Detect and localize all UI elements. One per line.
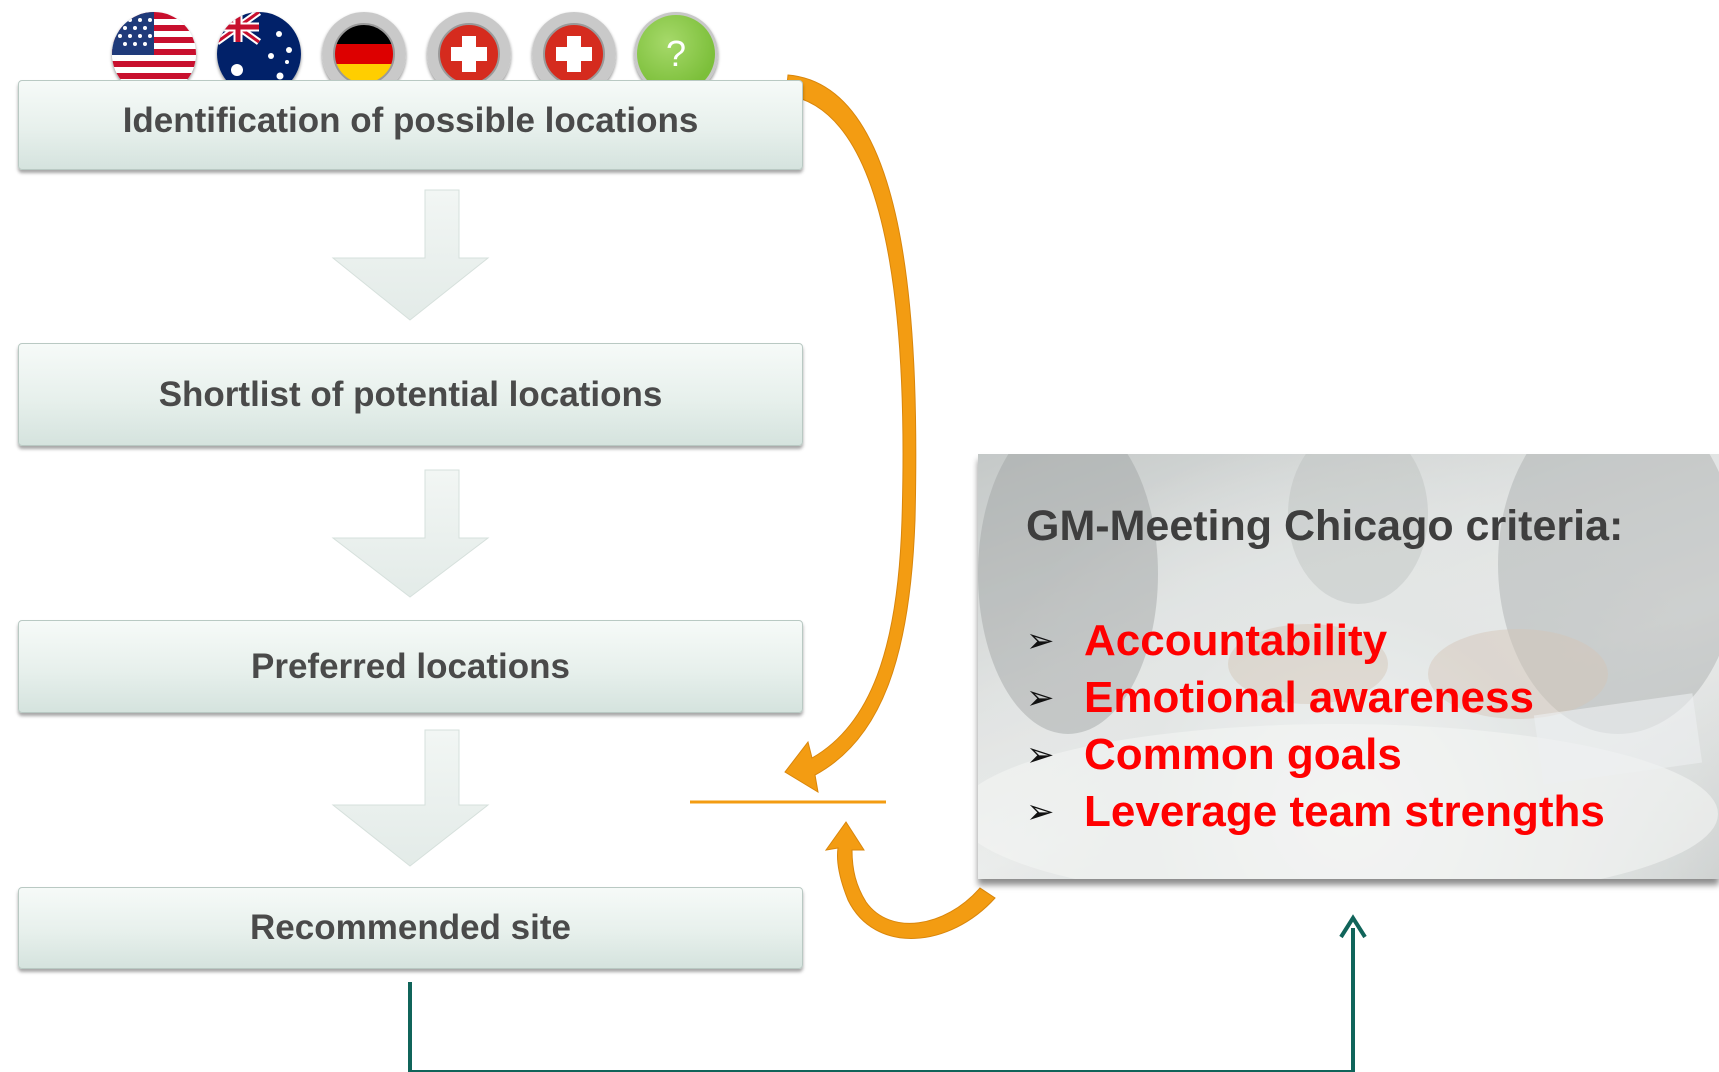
down-arrow-1 bbox=[331, 189, 490, 321]
arrow-bullet-icon: ➢ bbox=[1026, 678, 1055, 717]
panel-veil bbox=[978, 454, 1719, 879]
criteria-item-label: Leverage team strengths bbox=[1084, 786, 1605, 836]
criteria-item: ➢ Accountability bbox=[1026, 612, 1605, 669]
step-label: Shortlist of potential locations bbox=[158, 374, 663, 414]
teal-bracket-line bbox=[408, 928, 1355, 1072]
criteria-panel: GM-Meeting Chicago criteria: ➢ Accountab… bbox=[978, 454, 1719, 879]
criteria-title: GM-Meeting Chicago criteria: bbox=[1026, 502, 1624, 550]
step-label: Identification of possible locations bbox=[122, 101, 699, 140]
step-preferred: Preferred locations bbox=[18, 620, 803, 713]
orange-criteria-arrow bbox=[824, 821, 996, 939]
step-shortlist: Shortlist of potential locations bbox=[18, 343, 803, 446]
arrow-bullet-icon: ➢ bbox=[1026, 621, 1055, 660]
arrow-bullet-icon: ➢ bbox=[1026, 792, 1055, 831]
criteria-item: ➢ Emotional awareness bbox=[1026, 669, 1605, 726]
arrow-bullet-icon: ➢ bbox=[1026, 735, 1055, 774]
step-label: Recommended site bbox=[250, 908, 571, 947]
criteria-item-label: Accountability bbox=[1084, 615, 1388, 665]
criteria-item-label: Common goals bbox=[1084, 729, 1402, 779]
criteria-item-label: Emotional awareness bbox=[1084, 672, 1534, 722]
criteria-item: ➢ Leverage team strengths bbox=[1026, 783, 1605, 840]
meeting-photo-backdrop bbox=[978, 454, 1719, 879]
down-arrow-2 bbox=[331, 469, 490, 598]
criteria-item: ➢ Common goals bbox=[1026, 726, 1605, 783]
teal-arrowhead bbox=[1339, 914, 1367, 939]
criteria-list: ➢ Accountability ➢ Emotional awareness ➢… bbox=[1026, 612, 1605, 840]
step-identification: Identification of possible locations bbox=[18, 80, 803, 170]
down-arrow-3 bbox=[331, 729, 490, 867]
step-label: Preferred locations bbox=[251, 646, 570, 686]
step-recommended: Recommended site bbox=[18, 887, 803, 969]
orange-feedback-arrow bbox=[784, 74, 917, 793]
unknown-location-mark: ? bbox=[665, 33, 687, 74]
